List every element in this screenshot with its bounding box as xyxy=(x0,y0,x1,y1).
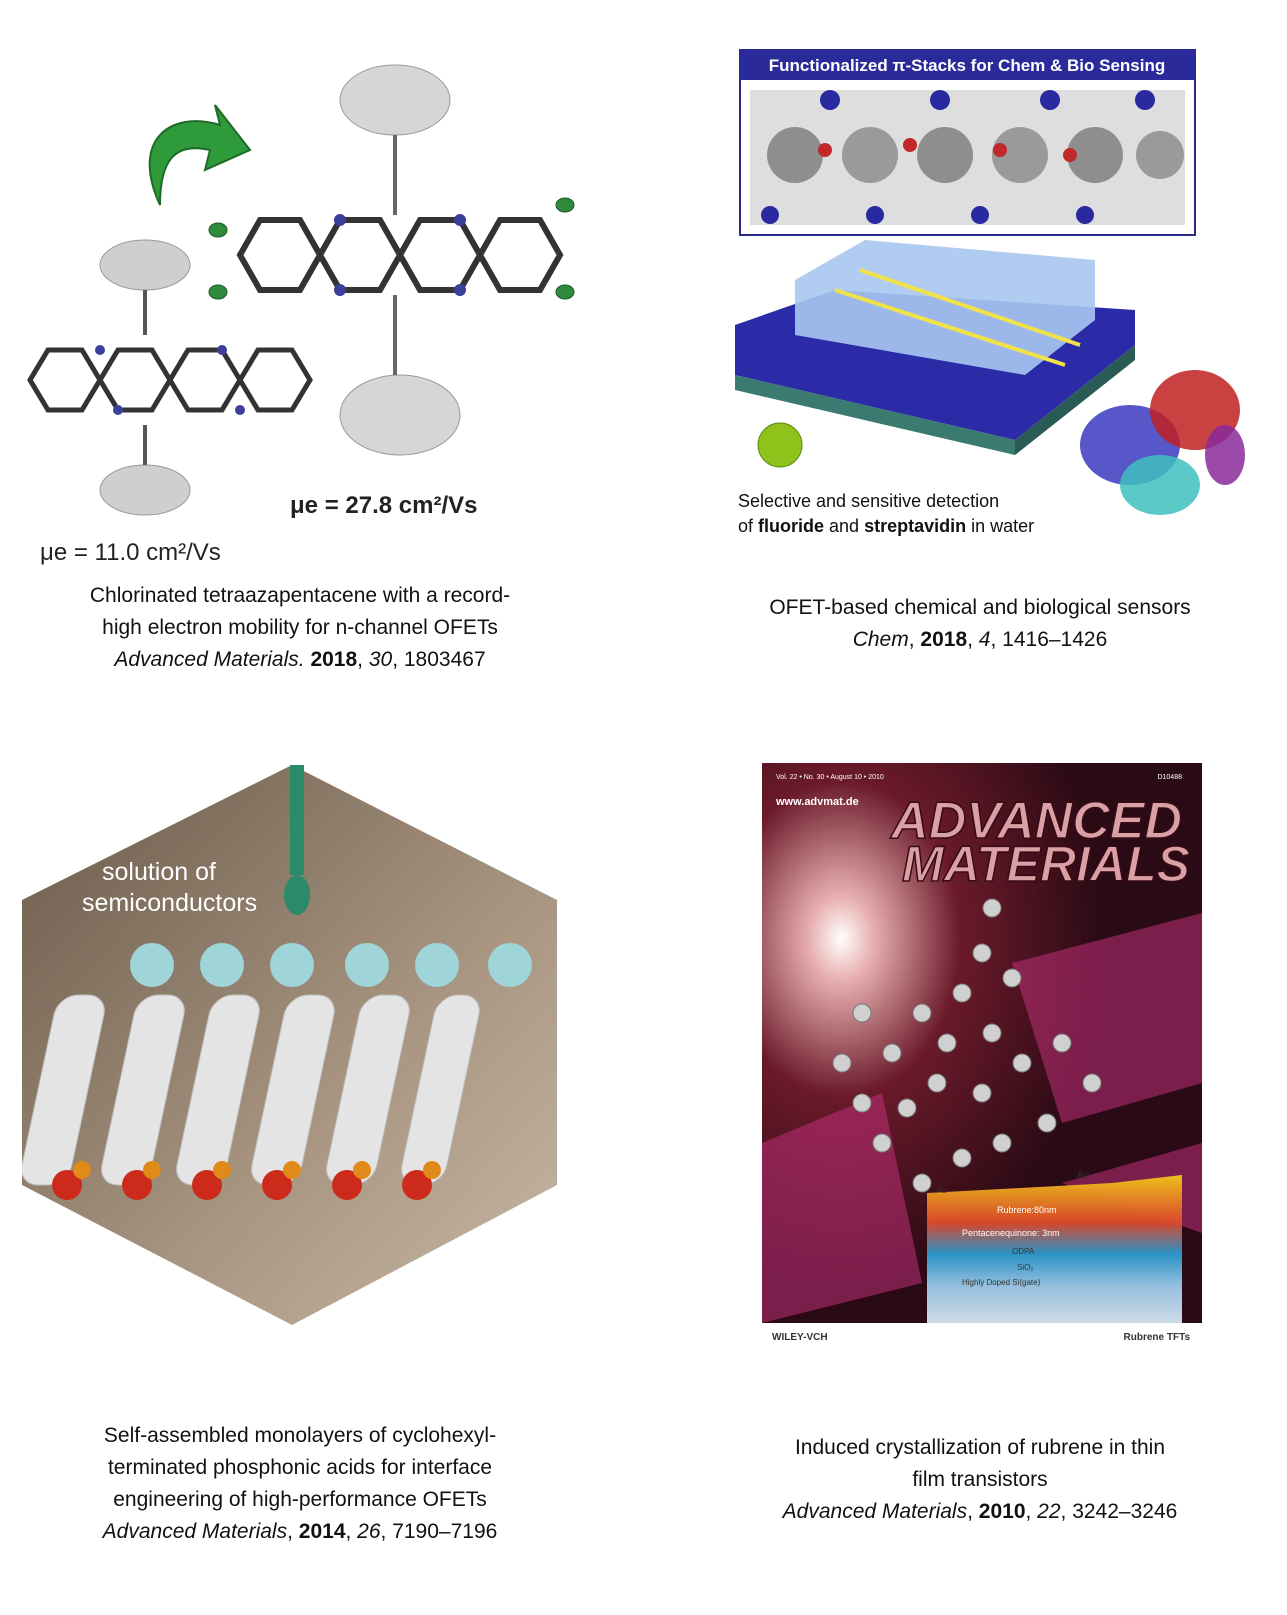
caption-line: Self-assembled monolayers of cyclohexyl- xyxy=(103,1424,497,1447)
panel-journal-cover: Vol. 22 • No. 30 • August 10 • 2010 D104… xyxy=(762,763,1202,1348)
citation-volume: 4 xyxy=(978,628,991,651)
cover-title-line1: ADVANCED xyxy=(889,792,1182,850)
layer-label: Au xyxy=(937,1186,947,1195)
left-molecule-substituents xyxy=(99,239,191,516)
citation: Advanced Materials, 2010, 22, 3242–3246 xyxy=(782,1500,1178,1523)
caption-line: film transistors xyxy=(912,1468,1048,1491)
publisher-logo: WILEY-VCH xyxy=(772,1332,828,1343)
cover-code: D10488 xyxy=(1157,774,1182,781)
cover-title-line2: MATERIALS xyxy=(902,836,1190,892)
citation-volume: 26 xyxy=(357,1520,381,1543)
panel-tetraazapentacene: μe = 27.8 cm²/Vs μe = 11.0 cm²/Vs xyxy=(10,30,610,570)
mobility-left-label: μe = 11.0 cm²/Vs xyxy=(40,539,221,566)
mobility-right-label: μe = 27.8 cm²/Vs xyxy=(290,492,477,519)
citation-pages: 1803467 xyxy=(403,648,486,671)
layer-label: ODPA xyxy=(1012,1247,1035,1256)
citation-journal: Advanced Materials xyxy=(102,1520,288,1543)
citation-year: 2010 xyxy=(978,1500,1026,1523)
citation-year: 2014 xyxy=(298,1520,346,1543)
layer-label: Au xyxy=(1077,1170,1089,1181)
citation: Advanced Materials. 2018, 30, 1803467 xyxy=(114,648,486,671)
issue-info: Vol. 22 • No. 30 • August 10 • 2010 xyxy=(776,774,884,781)
sam-molecules xyxy=(21,943,532,1200)
journal-cover: Vol. 22 • No. 30 • August 10 • 2010 D104… xyxy=(762,763,1202,1348)
molecule-figure: μe = 27.8 cm²/Vs μe = 11.0 cm²/Vs xyxy=(27,64,575,566)
caption-line: engineering of high-performance OFETs xyxy=(113,1488,487,1511)
citation-year: 2018 xyxy=(920,628,968,651)
panel-sam: solution of semiconductors xyxy=(21,765,562,1330)
layer-label: Highly Doped Si(gate) xyxy=(962,1278,1041,1287)
caption-panel-1: Chlorinated tetraazapentacene with a rec… xyxy=(10,580,590,676)
right-molecule-substituents xyxy=(339,64,461,456)
citation-journal: Chem xyxy=(852,628,909,651)
sam-figure: solution of semiconductors xyxy=(21,765,557,1325)
streptavidin-protein-icon xyxy=(1080,370,1245,515)
cover-footer-right: Rubrene TFTs xyxy=(1124,1332,1191,1343)
layer-label: Rubrene:80nm xyxy=(997,1205,1057,1215)
caption-line: OFET-based chemical and biological senso… xyxy=(769,596,1191,619)
caption-line: Induced crystallization of rubrene in th… xyxy=(794,1436,1166,1459)
caption-line: high electron mobility for n-channel OFE… xyxy=(102,616,498,639)
citation: Chem, 2018, 4, 1416–1426 xyxy=(852,628,1108,651)
detection-text-line1: Selective and sensitive detection xyxy=(738,491,999,511)
cover-website: www.advmat.de xyxy=(775,796,859,808)
sensor-figure: Functionalized π-Stacks for Chem & Bio S… xyxy=(735,49,1245,536)
citation-journal: Advanced Materials. xyxy=(114,648,305,671)
solution-label-line1: solution of xyxy=(102,858,216,886)
citation-pages: 1416–1426 xyxy=(1002,628,1108,651)
detection-text-line2: of fluoride and streptavidin in water xyxy=(738,516,1034,536)
dispensing-needle xyxy=(290,765,304,875)
caption-panel-2: OFET-based chemical and biological senso… xyxy=(700,592,1260,656)
citation-volume: 30 xyxy=(368,648,393,671)
caption-line: terminated phosphonic acids for interfac… xyxy=(107,1456,493,1479)
citation: Advanced Materials, 2014, 26, 7190–7196 xyxy=(102,1520,498,1543)
green-arrow-icon xyxy=(148,104,252,206)
left-nitrogen-atoms xyxy=(95,345,245,415)
pi-stack-molecules xyxy=(750,90,1185,225)
left-molecule-backbone xyxy=(27,347,313,413)
citation-pages: 7190–7196 xyxy=(392,1520,498,1543)
citation-volume: 22 xyxy=(1037,1500,1061,1523)
right-molecule-backbone xyxy=(236,217,564,293)
sensor-banner-title: Functionalized π-Stacks for Chem & Bio S… xyxy=(769,56,1166,75)
citation-pages: 3242–3246 xyxy=(1072,1500,1178,1523)
chlorine-atoms xyxy=(208,197,575,300)
solution-label-line2: semiconductors xyxy=(82,889,257,917)
panel-sensor: Functionalized π-Stacks for Chem & Bio S… xyxy=(735,45,1255,545)
layer-label: Pentacenequinone: 3nm xyxy=(962,1228,1060,1238)
citation-year: 2018 xyxy=(310,648,358,671)
device-layer-stack: Au Au Rubrene:80nm Pentacenequinone: 3nm… xyxy=(927,1170,1182,1333)
right-nitrogen-atoms xyxy=(334,214,466,296)
caption-panel-3: Self-assembled monolayers of cyclohexyl-… xyxy=(10,1420,590,1548)
layer-label: SiO₂ xyxy=(1017,1263,1033,1272)
rubrene-molecule xyxy=(832,898,1102,1193)
fluoride-ion-icon xyxy=(757,422,803,468)
caption-panel-4: Induced crystallization of rubrene in th… xyxy=(700,1432,1260,1528)
caption-line: Chlorinated tetraazapentacene with a rec… xyxy=(89,584,511,607)
citation-journal: Advanced Materials xyxy=(782,1500,968,1523)
